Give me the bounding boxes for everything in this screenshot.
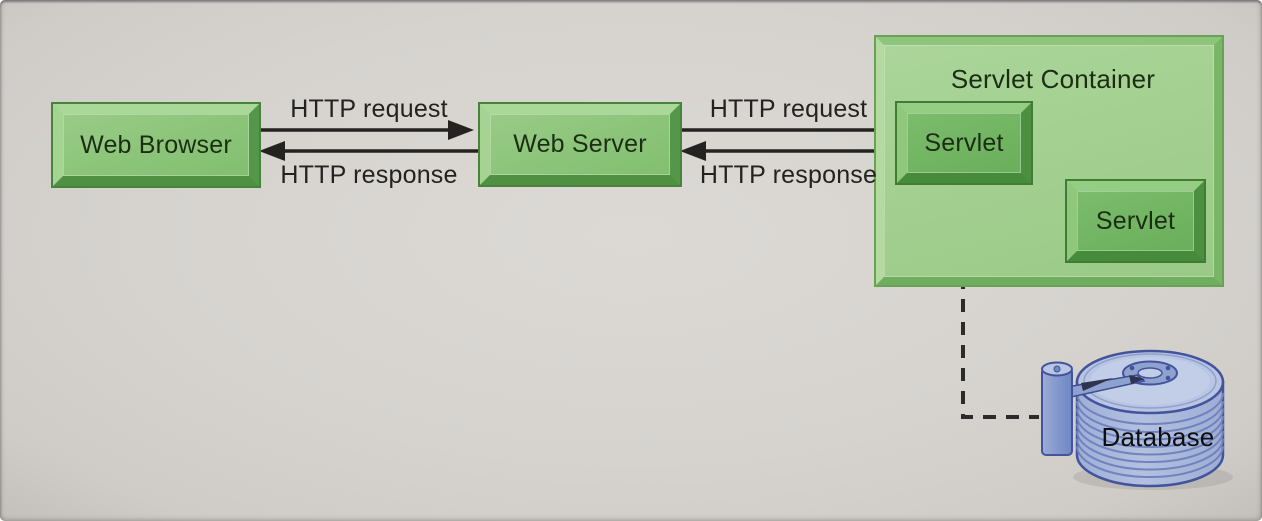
http-response-label-2: HTTP response xyxy=(699,161,878,189)
servlet-node-1: Servlet xyxy=(897,103,1031,183)
http-request-label-1: HTTP request xyxy=(290,95,448,123)
servlet-node-2: Servlet xyxy=(1067,181,1204,261)
database-label: Database xyxy=(1101,422,1215,452)
servlet-container-title: Servlet Container xyxy=(950,64,1156,94)
http-request-label-2: HTTP request xyxy=(709,95,868,123)
web-browser-node: Web Browser xyxy=(53,104,259,186)
servlet-1-label: Servlet xyxy=(924,128,1004,157)
database-disk-icon xyxy=(1041,349,1233,490)
http-response-label-1: HTTP response xyxy=(280,161,458,189)
http-response-arrow-1 xyxy=(259,141,480,161)
http-response-arrow-2 xyxy=(680,141,897,161)
web-server-node: Web Server xyxy=(480,104,680,185)
web-browser-label: Web Browser xyxy=(80,130,232,159)
servlet-2-label: Servlet xyxy=(1095,206,1176,235)
web-server-label: Web Server xyxy=(513,130,647,158)
http-request-arrow-1 xyxy=(258,120,474,140)
